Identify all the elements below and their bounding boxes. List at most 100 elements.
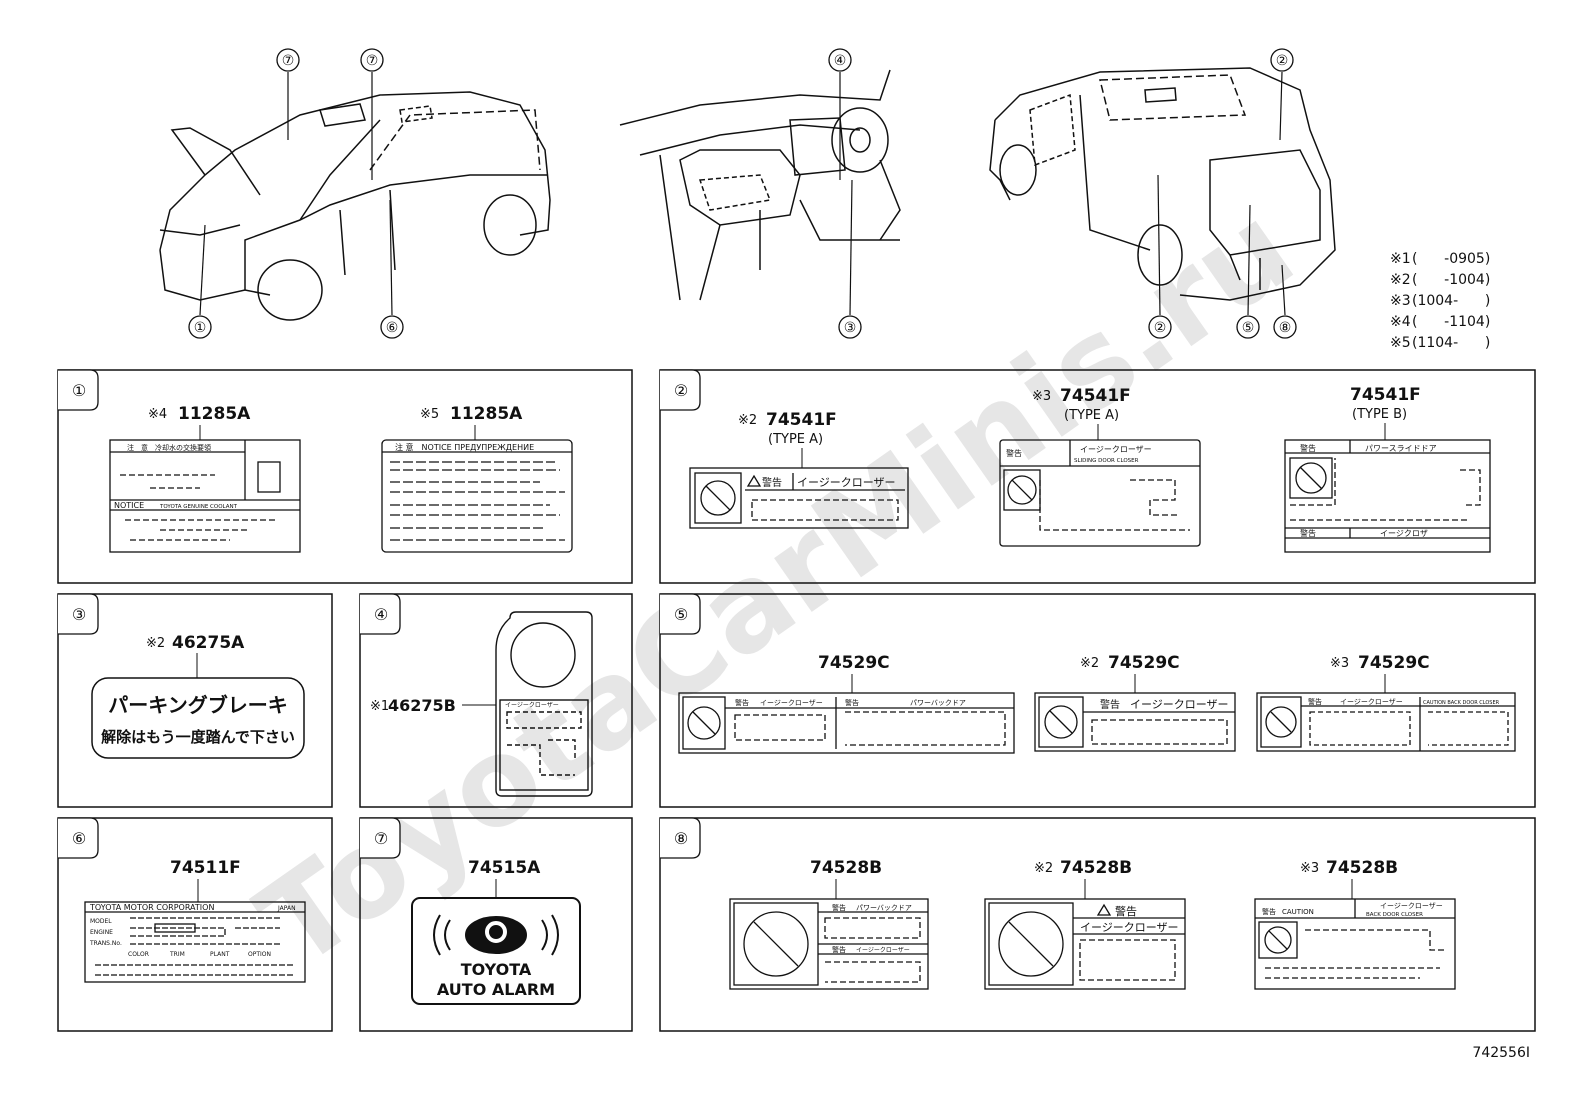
- svg-text:警告: 警告: [1300, 528, 1316, 538]
- svg-text:イージークローザー: イージークローザー: [760, 699, 823, 707]
- watermark: ToyotaCarMinis.ru: [235, 179, 1318, 995]
- label-11285A-new: [381, 439, 573, 553]
- svg-text:イージクロザ: イージクロザ: [1380, 529, 1428, 538]
- svg-text:警告: 警告: [1100, 698, 1120, 711]
- svg-text:TRANS.No.: TRANS.No.: [89, 940, 122, 947]
- alarm-icon: [433, 914, 559, 956]
- part-mark: ※2: [1034, 861, 1053, 876]
- part-mark: ※3: [1032, 389, 1051, 404]
- part-number: 46275B: [388, 696, 456, 715]
- svg-text:注 意 NOTICE ПРЕДУПРЕЖДЕНИЕ: 注 意 NOTICE ПРЕДУПРЕЖДЕНИЕ: [395, 442, 534, 452]
- svg-text:CAUTION: CAUTION: [1282, 908, 1314, 916]
- vehicle-front-view: [159, 91, 551, 321]
- svg-text:パーキングブレーキ: パーキングブレーキ: [108, 693, 287, 717]
- no-hand-icon: [1007, 475, 1037, 505]
- svg-text:NOTICE: NOTICE: [114, 501, 144, 510]
- no-hand-icon: [743, 911, 809, 977]
- label-46275A: [91, 677, 305, 759]
- svg-text:②: ②: [674, 381, 688, 400]
- no-hand-icon: [1044, 705, 1078, 739]
- svg-text:CAUTION BACK DOOR CLOSER: CAUTION BACK DOOR CLOSER: [1423, 700, 1500, 706]
- label-74529C: [678, 692, 1015, 754]
- svg-text:COLOR: COLOR: [128, 951, 149, 958]
- panel-tab-numbers: ① ② ③ ④ ⑤ ⑥ ⑦ ⑧: [72, 381, 688, 848]
- svg-text:②: ②: [1154, 320, 1167, 336]
- svg-text:⑦: ⑦: [374, 829, 388, 848]
- svg-text:警告: 警告: [832, 945, 846, 954]
- legend-mark: ※5: [1390, 335, 1411, 351]
- part-number: 74541F: [1350, 385, 1421, 405]
- part-number: 11285A: [178, 404, 251, 424]
- part-mark: ※5: [420, 407, 439, 422]
- svg-text:(TYPE B): (TYPE B): [1352, 407, 1407, 422]
- svg-text:⑦: ⑦: [366, 53, 379, 69]
- part-number: 74528B: [810, 858, 882, 878]
- svg-text:TOYOTA: TOYOTA: [461, 960, 532, 979]
- part-mark: ※2: [146, 636, 165, 651]
- svg-text:警告: 警告: [1115, 904, 1137, 918]
- svg-text:TOYOTA MOTOR CORPORATION: TOYOTA MOTOR CORPORATION: [89, 903, 214, 912]
- svg-text:①: ①: [194, 320, 207, 336]
- svg-text:⑤: ⑤: [1242, 320, 1255, 336]
- svg-text:BACK DOOR CLOSER: BACK DOOR CLOSER: [1366, 912, 1423, 918]
- part-mark: ※2: [1080, 656, 1099, 671]
- part-number: 74528B: [1326, 858, 1398, 878]
- label-74541F-A-new: [999, 439, 1201, 547]
- legend-mark: ※2: [1390, 272, 1411, 288]
- part-number: 74529C: [1358, 653, 1430, 673]
- panel-1: ※4 11285A 注 意 冷却水の交換要領 NOTICE TOYOTA GEN…: [109, 404, 573, 553]
- part-mark: ※2: [738, 413, 757, 428]
- legend-text: (1004- ): [1412, 293, 1490, 309]
- svg-text:(TYPE A): (TYPE A): [768, 432, 823, 447]
- panel-frames: [57, 369, 1536, 1032]
- svg-text:イージークローザー: イージークローザー: [1340, 698, 1403, 706]
- label-74541F-A-old: [689, 467, 909, 529]
- svg-text:パワーバックドア: パワーバックドア: [910, 699, 966, 707]
- no-hand-icon: [1264, 926, 1292, 954]
- svg-text:⑧: ⑧: [1279, 320, 1292, 336]
- panel-1-frame: [57, 369, 633, 584]
- svg-text:⑧: ⑧: [674, 829, 688, 848]
- svg-text:⑦: ⑦: [282, 53, 295, 69]
- svg-text:③: ③: [844, 320, 857, 336]
- part-mark: ※3: [1330, 656, 1349, 671]
- label-74529C-2: [1034, 692, 1236, 752]
- svg-text:④: ④: [834, 53, 847, 69]
- panel-5-frame: [659, 593, 1536, 808]
- panel-8-frame: [659, 817, 1536, 1032]
- legend-text: ( -1004): [1412, 272, 1490, 288]
- legend-mark: ※3: [1390, 293, 1411, 309]
- no-hand-icon: [1295, 462, 1327, 494]
- svg-text:イージークローザー: イージークローザー: [856, 947, 910, 954]
- warning-triangle-icon: [746, 474, 762, 487]
- legend-mark: ※1: [1390, 251, 1411, 267]
- svg-text:警告: 警告: [762, 476, 782, 489]
- hang-tag-46275B: [495, 611, 593, 797]
- svg-text:警告: 警告: [1006, 448, 1022, 458]
- part-number: 46275A: [172, 633, 245, 653]
- panel-6-frame: [57, 817, 333, 1032]
- svg-text:⑤: ⑤: [674, 605, 688, 624]
- label-74515A: [411, 897, 581, 1005]
- svg-text:警告: 警告: [735, 698, 749, 707]
- label-74528B-2: [984, 898, 1186, 990]
- svg-text:イージークローザー: イージークローザー: [1380, 902, 1443, 910]
- svg-text:PLANT: PLANT: [210, 951, 230, 958]
- part-number: 11285A: [450, 404, 523, 424]
- svg-text:②: ②: [1276, 53, 1289, 69]
- svg-text:警告: 警告: [1262, 907, 1276, 916]
- svg-text:MODEL: MODEL: [90, 918, 112, 925]
- part-number: 74541F: [1060, 386, 1131, 406]
- part-number: 74529C: [1108, 653, 1180, 673]
- part-number: 74511F: [170, 858, 241, 878]
- panel-7-frame: [359, 817, 633, 1032]
- panel-3-frame: [57, 593, 333, 808]
- svg-text:OPTION: OPTION: [248, 951, 271, 958]
- panel-2-frame: [659, 369, 1536, 584]
- part-number: 74515A: [468, 858, 541, 878]
- no-hand-icon: [998, 911, 1064, 977]
- svg-text:④: ④: [374, 605, 388, 624]
- panel-6: 74511F TOYOTA MOTOR CORPORATION JAPAN MO…: [84, 858, 306, 983]
- svg-text:イージークローザー: イージークローザー: [797, 476, 896, 489]
